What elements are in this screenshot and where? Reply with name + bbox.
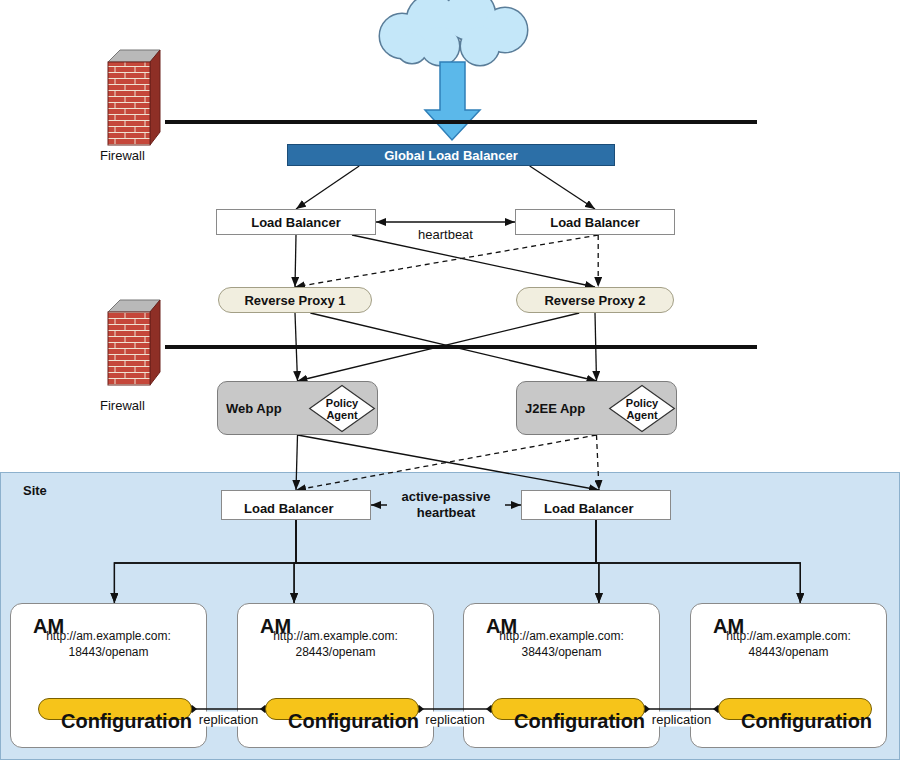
connector-line [296, 520, 599, 603]
connector-line [376, 221, 515, 222]
firewall-icon-part [108, 312, 150, 385]
node-label: Configuration [741, 709, 872, 733]
connector-line [597, 435, 600, 490]
node-label: Load Balancer [244, 501, 334, 516]
connector-line [296, 520, 800, 603]
configuration-pill: Configuration [38, 698, 192, 720]
connector-line [296, 435, 597, 490]
load-balancer-box: Load Balancer [221, 490, 371, 520]
inbound-arrow [425, 62, 480, 140]
connector-line [596, 520, 800, 603]
am-server-box: AMhttp://am.example.com: 18443/openamCon… [10, 603, 207, 748]
load-balancer-box: Load Balancer [521, 490, 671, 520]
am-server-box: AMhttp://am.example.com: 48443/openamCon… [690, 603, 887, 748]
am-server-box: AMhttp://am.example.com: 28443/openamCon… [237, 603, 434, 748]
firewall-icon-part [150, 300, 160, 385]
cloud-symbol-part-part [461, 27, 499, 65]
configuration-pill: Configuration [265, 698, 419, 720]
node-label: Load Balancer [251, 215, 341, 230]
firewall-label: Firewall [100, 398, 145, 413]
connector-line [114, 520, 296, 603]
connector-line [295, 313, 298, 381]
application-box: J2EE App Policy Agent [516, 381, 677, 435]
edge-label: replication [649, 712, 714, 727]
reverse-proxy-box: Reverse Proxy 1 [218, 287, 372, 313]
node-url: http://am.example.com: 48443/openam [714, 628, 864, 660]
node-label: Web App [226, 401, 282, 416]
connector-line [645, 708, 718, 709]
connector-line [310, 313, 596, 381]
am-server-box: AMhttp://am.example.com: 38443/openamCon… [463, 603, 660, 748]
connector-line [295, 235, 598, 287]
node-label: Site [23, 483, 47, 498]
edge-label: heartbeat [415, 227, 476, 242]
node-label: Reverse Proxy 2 [544, 293, 645, 308]
connector-line [192, 708, 265, 709]
cloud-symbol-part-part [461, 27, 499, 65]
load-balancer-box: Load Balancer [216, 209, 376, 235]
connector-line [298, 435, 600, 490]
load-balancer-box: Load Balancer [515, 209, 675, 235]
node-label: Policy Agent [622, 397, 662, 421]
edge-label: replication [196, 712, 261, 727]
policy-agent-diamond: Policy Agent [609, 385, 675, 432]
configuration-pill: Configuration [718, 698, 872, 720]
edge-label: replication [422, 712, 487, 727]
connector-line [598, 235, 599, 287]
cloud-symbol-part-part [397, 33, 427, 63]
node-url: http://am.example.com: 18443/openam [34, 628, 184, 660]
node-label: Configuration [61, 709, 192, 733]
cloud-symbol-part-part [397, 33, 427, 63]
connector-line [298, 313, 580, 381]
connector-line [530, 166, 595, 209]
diamond-shape [310, 385, 375, 431]
node-label: Configuration [288, 709, 419, 733]
connector-line [294, 520, 596, 603]
connector-line [295, 235, 296, 287]
configuration-pill: Configuration [491, 698, 645, 720]
node-url: http://am.example.com: 28443/openam [261, 628, 411, 660]
node-label: Load Balancer [550, 215, 640, 230]
global-load-balancer: Global Load Balancer [287, 144, 615, 166]
node-label: Global Load Balancer [384, 148, 518, 163]
cloud-symbol-part [380, 0, 527, 65]
firewall-icon-part [108, 62, 150, 145]
node-label: Configuration [514, 709, 645, 733]
firewall-label: Firewall [100, 148, 145, 163]
diamond-shape [610, 385, 675, 431]
firewall-line [165, 120, 757, 124]
firewall-icon [108, 300, 160, 385]
connector-line [296, 435, 298, 490]
connector-line [419, 708, 491, 709]
node-label: Reverse Proxy 1 [244, 293, 345, 308]
firewall-icon-part [150, 50, 160, 145]
application-box: Web App Policy Agent [217, 381, 378, 435]
node-url: http://am.example.com: 38443/openam [487, 628, 637, 660]
cloud-symbol-part [380, 0, 527, 65]
cloud-symbol [380, 0, 527, 65]
connector-line [114, 520, 596, 603]
node-label: Load Balancer [544, 501, 634, 516]
edge-label: active-passive heartbeat [387, 489, 505, 521]
connector-line [296, 166, 359, 209]
connector-line [595, 313, 597, 381]
connector-line [352, 235, 595, 287]
reverse-proxy-box: Reverse Proxy 2 [516, 287, 674, 313]
policy-agent-diamond: Policy Agent [309, 385, 375, 432]
node-label: J2EE App [525, 401, 585, 416]
firewall-icon [108, 50, 160, 145]
node-label: Policy Agent [322, 397, 362, 421]
